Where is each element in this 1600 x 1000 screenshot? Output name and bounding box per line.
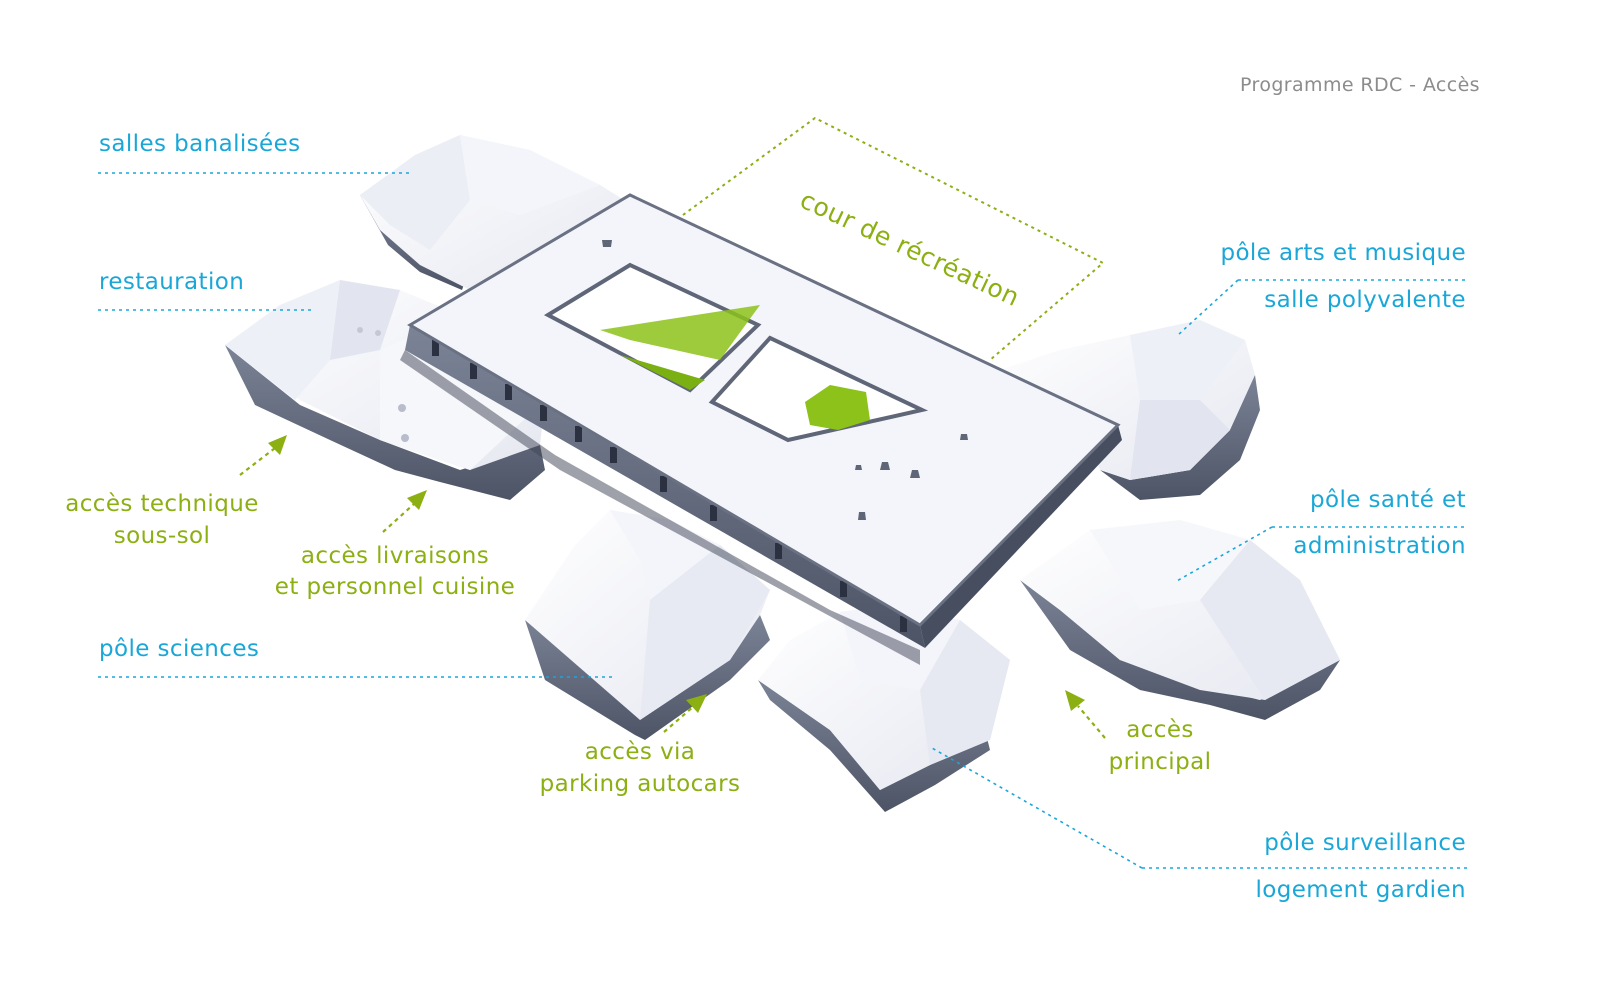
wing-sante-administration: [1020, 520, 1340, 720]
label-acces-livraisons-1: accès livraisons: [300, 543, 490, 569]
label-salle-polyvalente: salle polyvalente: [1264, 287, 1466, 313]
label-pole-sante: pôle santé et: [1309, 487, 1466, 513]
wing-sciences: [525, 510, 770, 740]
label-pole-surveillance: pôle surveillance: [1264, 830, 1466, 856]
wing-surveillance-logement: [758, 605, 1010, 812]
label-acces-technique-2: sous-sol: [113, 523, 211, 549]
cour-recreation-outline: [682, 116, 1105, 361]
label-pole-arts-musique: pôle arts et musique: [1220, 240, 1466, 266]
label-salles-banalisees: salles banalisées: [99, 131, 301, 157]
label-pole-sciences: pôle sciences: [99, 636, 260, 662]
label-acces-livraisons-2: et personnel cuisine: [274, 574, 516, 600]
label-restauration: restauration: [99, 269, 245, 295]
label-acces-principal-2: principal: [1108, 749, 1212, 775]
label-administration: administration: [1293, 533, 1466, 559]
label-acces-autocars-2: parking autocars: [539, 771, 741, 797]
label-logement-gardien: logement gardien: [1255, 877, 1466, 903]
wing-arts-musique: [1000, 320, 1260, 500]
main-block: [400, 193, 1122, 665]
label-acces-principal-1: accès: [1126, 717, 1194, 743]
label-acces-autocars-1: accès via: [584, 739, 696, 765]
page-title: Programme RDC - Accès: [1240, 74, 1480, 96]
zone-leader-lines: [98, 172, 1468, 869]
access-arrows: [239, 435, 1106, 739]
label-acces-technique-1: accès technique: [65, 491, 259, 517]
